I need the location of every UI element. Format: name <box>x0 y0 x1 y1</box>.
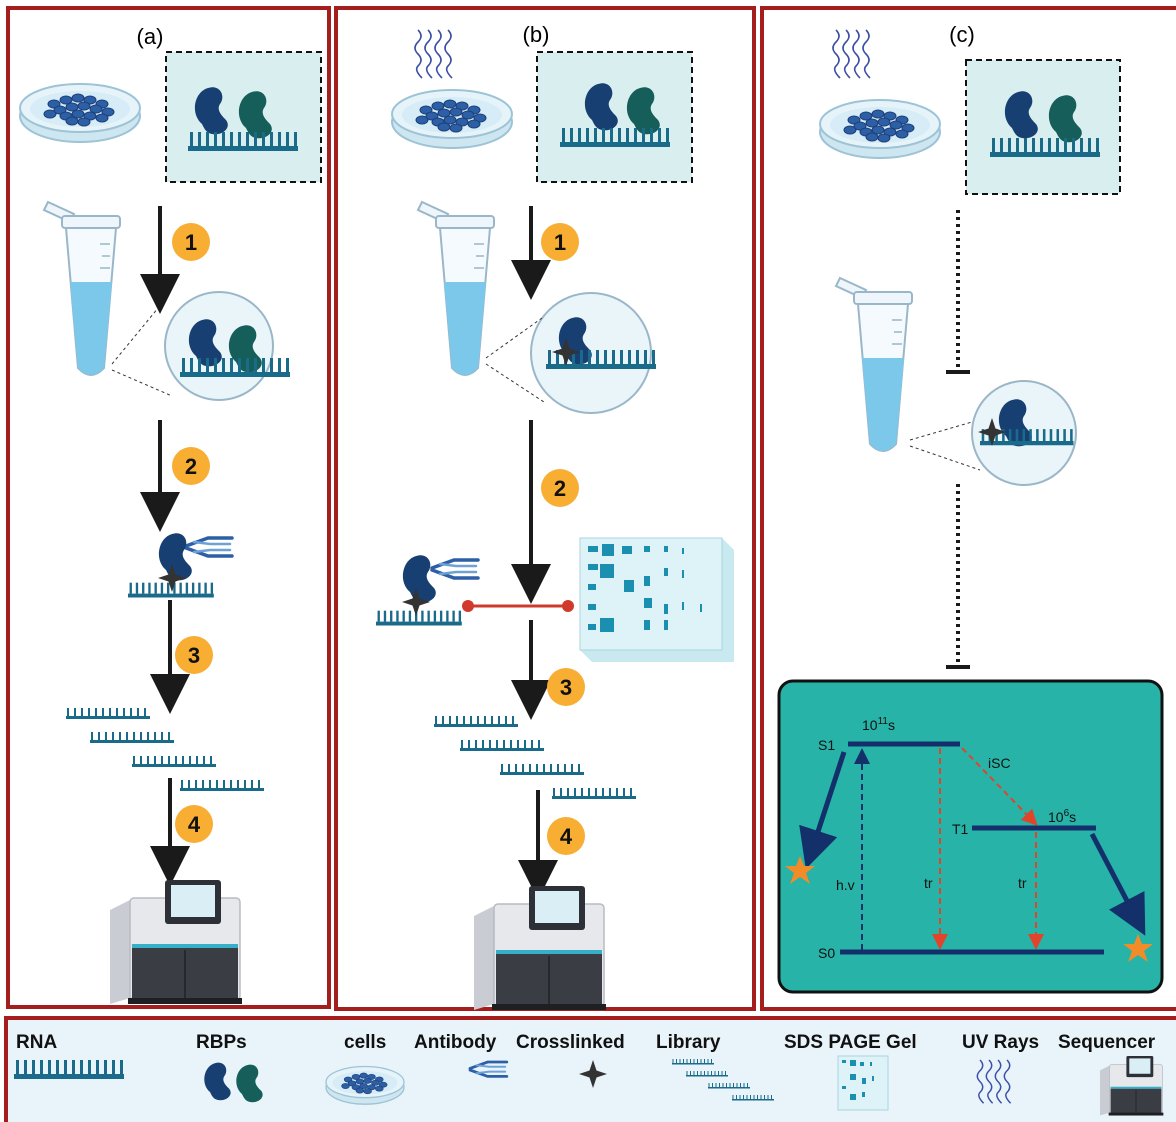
legend-cells-icon <box>325 1065 405 1105</box>
petri-dish-a <box>19 83 141 143</box>
panel-c-frame <box>760 6 1176 1011</box>
legend-crosslinked-label: Crosslinked <box>516 1032 625 1053</box>
s1-label: S1 <box>818 737 835 753</box>
step-badge-b-2: 2 <box>541 469 579 507</box>
legend-gel-icon <box>837 1055 889 1111</box>
legend-cells-label: cells <box>344 1032 386 1053</box>
svg-text:1: 1 <box>554 230 566 255</box>
sequencer-a <box>109 879 243 1005</box>
excitation-label: h.v <box>836 877 855 893</box>
fluorescence-star-icon <box>785 856 815 884</box>
rbp-icon <box>402 555 436 603</box>
library-fragment <box>90 732 174 743</box>
tr-label-right: tr <box>1018 875 1027 891</box>
legend-antibody-label: Antibody <box>414 1032 497 1053</box>
legend-library-label: Library <box>656 1032 721 1053</box>
rbp-icon <box>158 533 192 581</box>
t1-label: T1 <box>952 821 969 837</box>
library-fragment <box>132 756 216 767</box>
step-badge-b-4: 4 <box>547 817 585 855</box>
step-badge-a-3: 3 <box>175 636 213 674</box>
svg-text:3: 3 <box>188 643 200 668</box>
petri-dish-c <box>819 99 941 159</box>
library-fragment <box>500 764 584 775</box>
uv-rays-b <box>414 29 453 79</box>
library-fragment <box>552 788 636 799</box>
petri-dish-b <box>391 89 513 149</box>
svg-text:3: 3 <box>560 675 572 700</box>
antibody-icon <box>430 558 480 580</box>
s0-label: S0 <box>818 945 835 961</box>
legend-sequencer-label: Sequencer <box>1058 1032 1156 1053</box>
library-fragment <box>180 780 264 791</box>
tube-c <box>835 277 913 452</box>
rna-strand <box>376 610 462 626</box>
svg-text:2: 2 <box>185 454 197 479</box>
legend: RNA RBPs cells Antibody Crosslinked Libr… <box>4 1016 1176 1122</box>
svg-text:4: 4 <box>188 812 201 837</box>
legend-uv-label: UV Rays <box>962 1032 1039 1053</box>
svg-text:2: 2 <box>554 476 566 501</box>
svg-text:1: 1 <box>185 230 197 255</box>
library-fragment <box>434 716 518 727</box>
s1-lifetime: 1011s <box>862 716 895 733</box>
step-badge-a-2: 2 <box>172 447 210 485</box>
sds-gel-b <box>579 537 734 662</box>
tube-b <box>417 201 495 376</box>
step-badge-b-3: 3 <box>547 668 585 706</box>
svg-text:4: 4 <box>560 824 573 849</box>
panel-a-frame <box>6 6 331 1009</box>
sequencer-b <box>473 885 607 1011</box>
panel-c-label: (c) <box>949 22 975 47</box>
step-badge-a-4: 4 <box>175 805 213 843</box>
phosphorescence-star-icon <box>1123 934 1153 962</box>
t1-lifetime: 106s <box>1048 808 1076 825</box>
legend-rbps-label: RBPs <box>196 1032 247 1053</box>
library-fragment <box>66 708 150 719</box>
isc-label: iSC <box>988 755 1011 771</box>
panel-a-label: (a) <box>137 24 164 49</box>
library-fragment <box>460 740 544 751</box>
step-badge-a-1: 1 <box>172 223 210 261</box>
tube-a <box>43 201 121 376</box>
panel-b-label: (b) <box>523 22 550 47</box>
tr-label-left: tr <box>924 875 933 891</box>
uv-rays-c <box>832 29 871 79</box>
legend-sds-gel-label: SDS PAGE Gel <box>784 1032 917 1053</box>
rna-rbp-inset-c <box>965 59 1121 195</box>
zoom-circle-a <box>164 291 274 401</box>
legend-rna-label: RNA <box>16 1032 57 1053</box>
step-badge-b-1: 1 <box>541 223 579 261</box>
energy-diagram: S1 T1 S0 1011s 106s iSC h.v tr tr <box>777 679 1164 994</box>
antibody-icon <box>184 536 234 558</box>
